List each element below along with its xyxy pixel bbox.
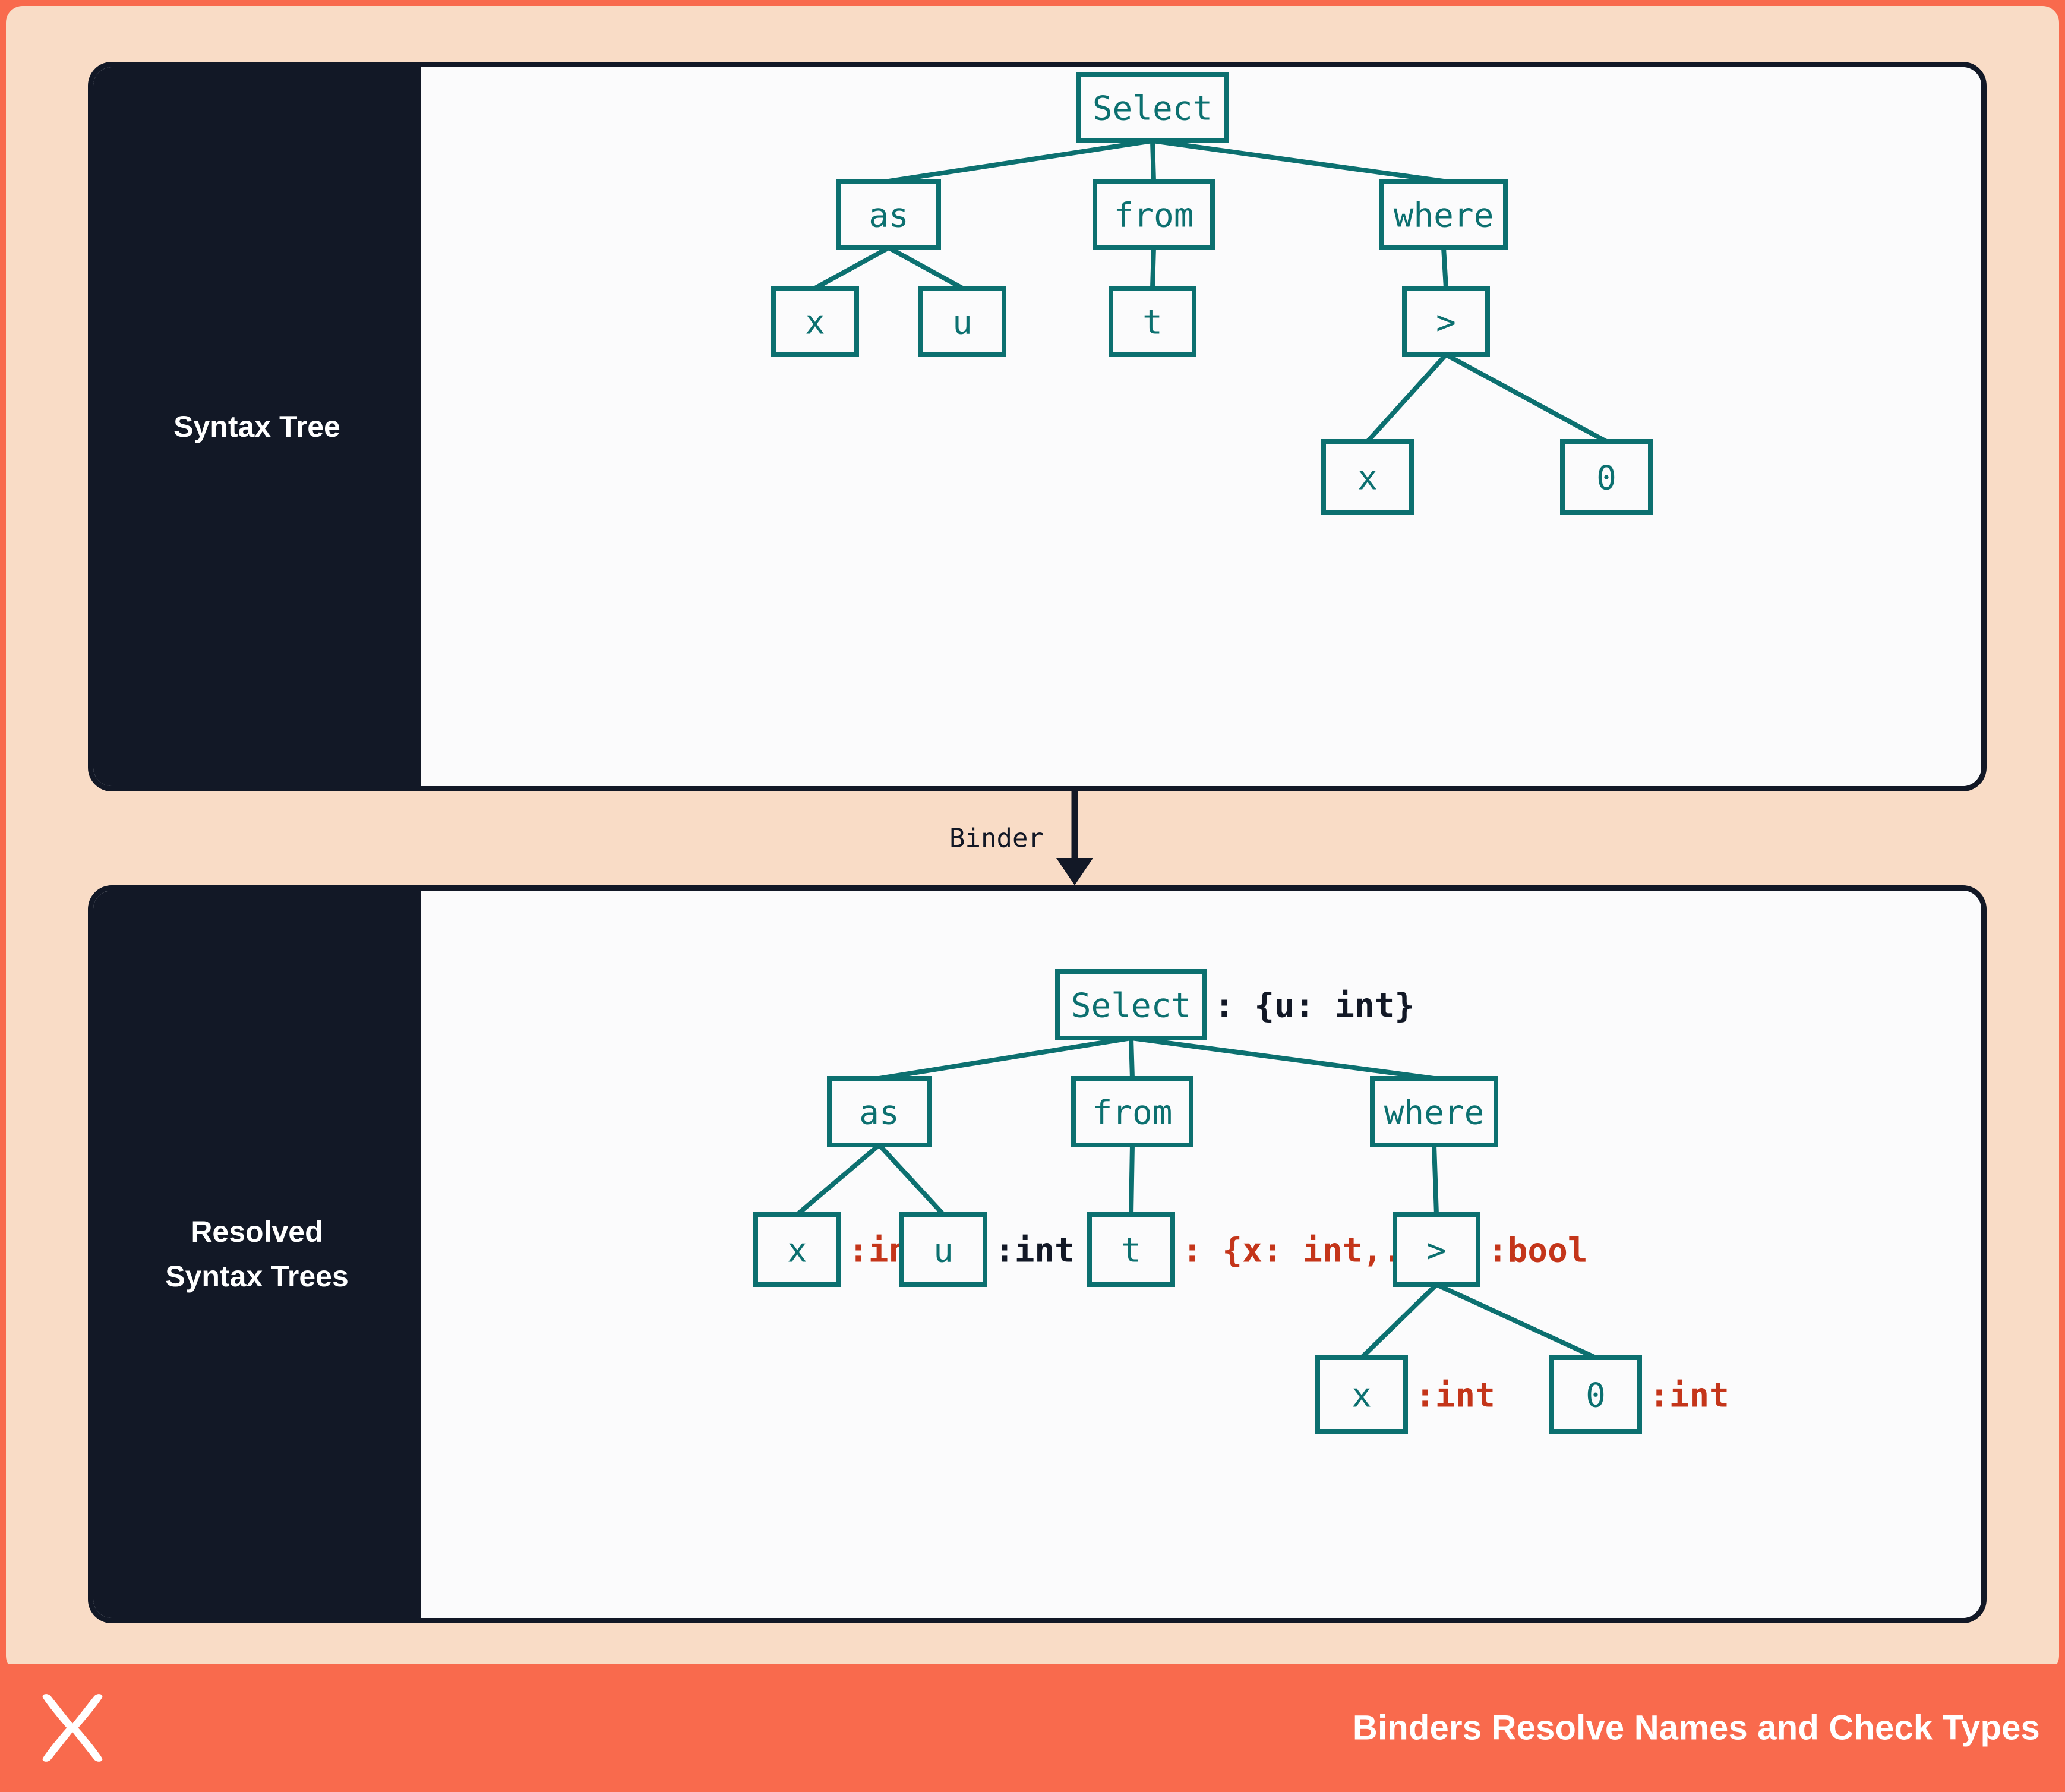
panel-sidebar-label: Syntax Tree — [173, 409, 340, 443]
tree-node-x1[interactable]: x:int — [753, 1212, 929, 1287]
tree-node-box — [899, 1212, 987, 1287]
tree-node-gt1[interactable]: > :bool — [1393, 1212, 1588, 1287]
binder-transition: Binder — [88, 791, 1987, 885]
tree-node-label: from — [1093, 1094, 1173, 1132]
tree-node-box — [1055, 969, 1207, 1040]
tree-node-box — [1379, 179, 1508, 250]
tree-edge — [1129, 1037, 1135, 1079]
type-annotation: :int — [994, 1232, 1075, 1270]
tree-node-zero1[interactable]: 0 — [1560, 439, 1653, 515]
tree-node-label: from — [1114, 197, 1194, 235]
type-annotation: : {u: int} — [1214, 987, 1414, 1026]
tree-edge — [814, 245, 890, 291]
tree-edge — [1366, 353, 1448, 443]
tree-node-zero1[interactable]: 0 :int — [1549, 1355, 1729, 1434]
tree-node-label: x — [787, 1232, 807, 1270]
tree-node-label: > — [1436, 304, 1456, 342]
tree-node-label: t — [1121, 1232, 1141, 1270]
tree-node-label: 0 — [1596, 459, 1616, 498]
tree-node-label: where — [1384, 1094, 1485, 1132]
tree-edge — [1150, 140, 1156, 182]
bowtie-logo-icon — [42, 1694, 103, 1762]
tree-edge — [1435, 1282, 1597, 1360]
tree-node-from[interactable]: from — [1071, 1076, 1193, 1147]
tree-node-label: x — [1352, 1377, 1372, 1415]
tree-node-gt1[interactable]: > — [1402, 286, 1490, 357]
tree-node-where[interactable]: where — [1379, 179, 1508, 250]
tree-edge — [1360, 1283, 1438, 1359]
tree-node-select[interactable]: Select — [1076, 72, 1229, 143]
tree-node-box — [1370, 1076, 1498, 1147]
panel-body-syntax-tree: Select as from where x u t > x 0 — [421, 67, 1981, 786]
tree-node-label: 0 — [1586, 1377, 1606, 1415]
arrow-down-icon — [1056, 791, 1093, 885]
tree-node-x2[interactable]: x :int — [1315, 1355, 1495, 1434]
tree-edge — [877, 1143, 945, 1216]
tree-edge — [1441, 247, 1448, 289]
tree-node-box — [1076, 72, 1229, 143]
tree-node-box — [1321, 439, 1414, 515]
tree-edge — [1152, 138, 1444, 184]
tree-edge — [1432, 1144, 1439, 1215]
tree-node-box — [753, 1212, 841, 1287]
tree-node-from[interactable]: from — [1093, 179, 1215, 250]
tree-node-t1[interactable]: t — [1109, 286, 1196, 357]
syntax-tree-graphic: Select as from where x u t > x 0 — [771, 72, 1653, 515]
tree-edge — [1129, 1144, 1135, 1215]
binder-label: Binder — [949, 823, 1044, 854]
tree-edge — [888, 245, 964, 291]
tree-node-box — [827, 1076, 932, 1147]
tree-node-box — [1549, 1355, 1642, 1434]
tree-node-x2[interactable]: x — [1321, 439, 1414, 515]
tree-node-label: > — [1426, 1232, 1447, 1270]
tree-node-box — [1560, 439, 1653, 515]
tree-node-box — [1393, 1212, 1480, 1287]
tree-edge — [888, 138, 1153, 184]
tree-node-label: t — [1142, 304, 1163, 342]
tree-edge — [879, 1036, 1132, 1081]
panel-syntax-tree: Syntax Tree Select as from where x u t > x 0 — [88, 62, 1987, 791]
tree-node-box — [771, 286, 859, 357]
type-annotation: :bool — [1488, 1232, 1588, 1270]
tree-node-label: x — [805, 304, 825, 342]
tree-node-label: x — [1357, 459, 1378, 498]
tree-node-box — [836, 179, 941, 250]
tree-node-label: u — [933, 1232, 953, 1270]
panel-sidebar-label: Resolved Syntax Trees — [165, 1215, 349, 1293]
tree-node-box — [1402, 286, 1490, 357]
tree-node-x1[interactable]: x — [771, 286, 859, 357]
tree-node-label: as — [859, 1094, 899, 1132]
panel-resolved-syntax-trees: Resolved Syntax Trees Select : {u: int} as… — [88, 885, 1987, 1623]
tree-node-u1[interactable]: u — [918, 286, 1006, 357]
tree-node-where[interactable]: where — [1370, 1076, 1498, 1147]
tree-node-box — [1315, 1355, 1408, 1434]
tree-node-select[interactable]: Select : {u: int} — [1055, 969, 1414, 1040]
tree-node-u1[interactable]: u :int — [899, 1212, 1075, 1287]
tree-node-box — [1109, 286, 1196, 357]
tree-node-box — [1071, 1076, 1193, 1147]
panel-sidebar-syntax-tree: Syntax Tree — [93, 67, 421, 786]
type-annotation: :int — [1415, 1377, 1495, 1415]
panel-sidebar-resolved-syntax-trees: Resolved Syntax Trees — [93, 891, 421, 1618]
type-annotation: :int — [1649, 1377, 1729, 1415]
tree-node-box — [1093, 179, 1215, 250]
tree-node-box — [1087, 1212, 1175, 1287]
footer-bar: Binders Resolve Names and Check Types — [0, 1664, 2065, 1792]
tree-edge — [1150, 247, 1156, 289]
tree-node-box — [918, 286, 1006, 357]
tree-node-label: Select — [1093, 90, 1213, 128]
tree-node-as[interactable]: as — [836, 179, 941, 250]
tree-node-label: u — [952, 304, 972, 342]
tree-node-as[interactable]: as — [827, 1076, 932, 1147]
tree-node-label: as — [869, 197, 908, 235]
tree-node-label: where — [1394, 197, 1494, 235]
tree-edge — [1131, 1036, 1435, 1081]
tree-node-label: Select — [1071, 987, 1191, 1026]
tree-edge — [1445, 352, 1608, 444]
tree-edge — [795, 1143, 881, 1217]
footer-title: Binders Resolve Names and Check Types — [1352, 1708, 2040, 1747]
